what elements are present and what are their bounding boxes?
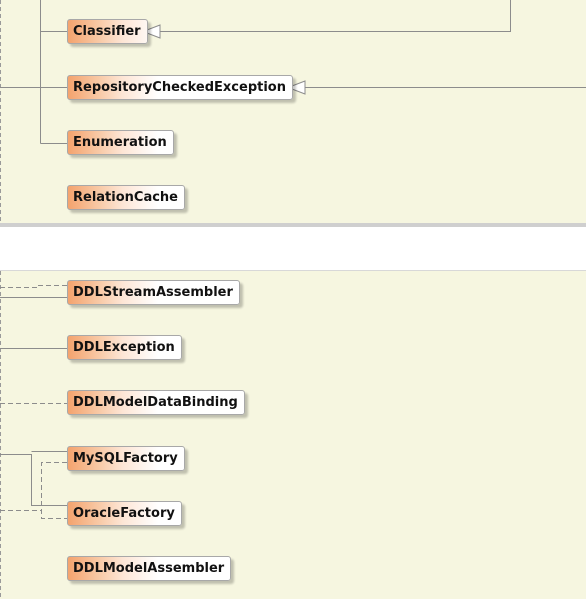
- class-node-classifier[interactable]: Classifier: [67, 19, 148, 44]
- class-node-repository-checked-exception[interactable]: RepositoryCheckedException: [67, 75, 293, 100]
- class-node-enumeration[interactable]: Enumeration: [67, 130, 174, 155]
- mysql-factory-edge: [0, 454, 67, 506]
- classifier-generalization-arrow: [141, 24, 161, 39]
- class-node-ddl-exception[interactable]: DDLException: [67, 335, 182, 360]
- class-node-ddl-stream-assembler[interactable]: DDLStreamAssembler: [67, 280, 240, 305]
- ddl-stream-assembler-dashed-edge: [0, 285, 67, 288]
- repository-exception-generalization-arrow: [286, 80, 306, 95]
- mysql-oracle-dashed-edge: [41, 462, 67, 519]
- diagram-bottom-panel: [0, 271, 586, 599]
- classifier-generalization-edge: [160, 0, 511, 32]
- class-node-ddl-model-data-binding[interactable]: DDLModelDataBinding: [67, 390, 245, 415]
- class-node-relation-cache[interactable]: RelationCache: [67, 185, 186, 210]
- class-node-ddl-model-assembler[interactable]: DDLModelAssembler: [67, 556, 232, 581]
- class-node-oracle-factory[interactable]: OracleFactory: [67, 501, 182, 526]
- panel-separator: [0, 223, 586, 271]
- class-node-mysql-factory[interactable]: MySQLFactory: [67, 446, 185, 471]
